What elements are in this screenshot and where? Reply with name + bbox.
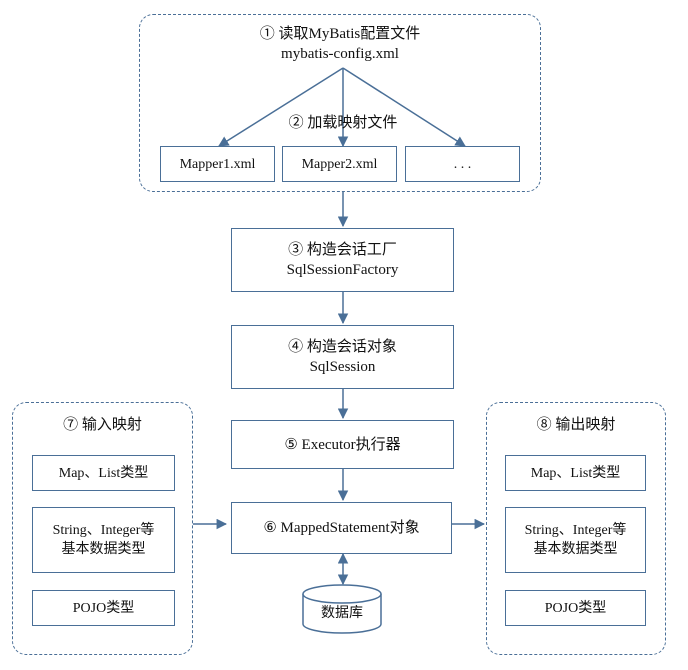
mapper-file-1-label: Mapper1.xml: [179, 156, 256, 172]
arrow-config-to-mapper-more: [342, 67, 466, 147]
output-type-basic-line2: 基本数据类型: [533, 542, 618, 557]
input-type-map-list-label: Map、List类型: [58, 465, 149, 481]
mapper-file-2: Mapper2.xml: [282, 146, 397, 182]
input-type-basic-line2: 基本数据类型: [61, 542, 146, 557]
session-name: SqlSession: [309, 359, 376, 375]
input-type-pojo: POJO类型: [32, 590, 175, 626]
config-file-name: mybatis-config.xml: [281, 46, 399, 62]
input-type-basic-line1: String、Integer等: [52, 523, 155, 538]
output-type-pojo: POJO类型: [505, 590, 646, 626]
database-label: 数据库: [321, 606, 363, 621]
mapper-file-2-label: Mapper2.xml: [301, 156, 378, 172]
executor-label: ⑤ Executor执行器: [284, 436, 401, 453]
session-factory-box: ③ 构造会话工厂 SqlSessionFactory: [231, 228, 454, 292]
session-factory-title: ③ 构造会话工厂: [288, 242, 397, 258]
input-type-pojo-label: POJO类型: [72, 600, 135, 616]
output-type-basic: String、Integer等 基本数据类型: [505, 507, 646, 573]
mapped-statement-label: ⑥ MappedStatement对象: [263, 520, 420, 536]
session-box: ④ 构造会话对象 SqlSession: [231, 325, 454, 389]
input-type-map-list: Map、List类型: [32, 455, 175, 491]
input-type-basic: String、Integer等 基本数据类型: [32, 507, 175, 573]
mapper-file-more-label: . . .: [453, 156, 472, 172]
arrow-config-to-mapper1: [218, 67, 344, 147]
mapper-file-more: . . .: [405, 146, 520, 182]
input-mapping-title: ⑦ 输入映射: [63, 417, 142, 433]
output-type-map-list: Map、List类型: [505, 455, 646, 491]
session-title: ④ 构造会话对象: [288, 339, 397, 355]
output-type-map-list-label: Map、List类型: [530, 465, 621, 481]
output-type-basic-line1: String、Integer等: [524, 523, 627, 538]
mapper-file-1: Mapper1.xml: [160, 146, 275, 182]
config-title: ① 读取MyBatis配置文件: [259, 26, 421, 42]
input-mapping-group: [12, 402, 193, 655]
session-factory-name: SqlSessionFactory: [286, 262, 399, 278]
config-group: [139, 14, 541, 192]
database-cylinder: [302, 584, 382, 634]
output-mapping-group: [486, 402, 666, 655]
output-mapping-title: ⑧ 输出映射: [536, 417, 616, 433]
executor-box: ⑤ Executor执行器: [231, 420, 454, 469]
mapped-statement-box: ⑥ MappedStatement对象: [231, 502, 452, 554]
output-type-pojo-label: POJO类型: [544, 600, 607, 616]
load-mappers-label: ② 加载映射文件: [288, 115, 398, 131]
